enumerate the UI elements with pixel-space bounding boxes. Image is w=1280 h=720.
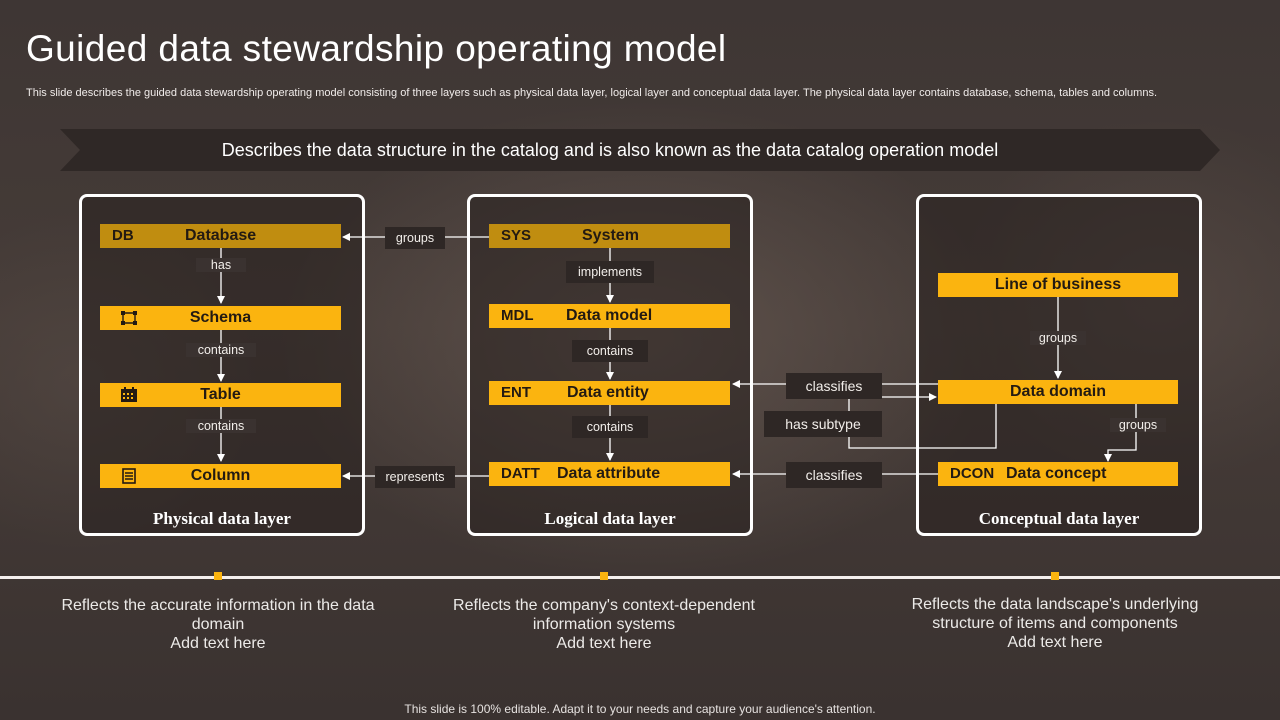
schema-node: Schema [100, 306, 341, 330]
data-attribute-node: DATT Data attribute [489, 462, 730, 486]
database-label: Database [185, 227, 257, 244]
database-code: DB [112, 227, 134, 244]
label-contains-entity-attribute: contains [572, 416, 648, 438]
label-contains-schema-table: contains [186, 343, 256, 357]
label-has-subtype: has subtype [764, 411, 882, 437]
label-classifies-attribute: classifies [786, 462, 882, 488]
label-has: has [196, 258, 246, 272]
data-concept-code: DCON [950, 465, 995, 482]
data-model-node: MDL Data model [489, 304, 730, 328]
column-node: Column [100, 464, 341, 488]
database-node: DB Database [100, 224, 341, 248]
table-node: Table [100, 383, 341, 407]
data-entity-node: ENT Data entity [489, 381, 730, 405]
data-entity-code: ENT [501, 384, 531, 401]
label-groups-lob-domain: groups [1030, 331, 1086, 345]
calendar-grid-icon [121, 387, 137, 402]
banner-text: Describes the data structure in the cata… [221, 140, 999, 160]
data-attribute-label: Data attribute [557, 465, 661, 482]
data-domain-label: Data domain [1009, 383, 1106, 400]
page-title: Guided data stewardship operating model [26, 28, 727, 69]
timeline-marker-physical [214, 572, 222, 580]
description-logical: Reflects the company's context-dependent… [453, 597, 755, 652]
banner-arrow [60, 129, 1220, 171]
system-node: SYS System [489, 224, 730, 248]
data-concept-label: Data concept [1006, 465, 1107, 482]
timeline-marker-logical [600, 572, 608, 580]
physical-layer-label: Physical data layer [153, 509, 291, 528]
label-classifies-entity: classifies [786, 373, 882, 399]
line-of-business-node: Line of business [938, 273, 1178, 297]
label-contains-table-column: contains [186, 419, 256, 433]
label-contains-model-entity: contains [572, 340, 648, 362]
edge-domain-concept [1104, 404, 1137, 462]
label-represents: represents [375, 466, 455, 488]
label-groups-domain-concept: groups [1110, 418, 1166, 432]
line-of-business-label: Line of business [994, 276, 1122, 293]
logical-layer-label: Logical data layer [544, 509, 676, 528]
schema-label: Schema [189, 309, 252, 326]
data-entity-label: Data entity [567, 384, 649, 401]
data-concept-node: DCON Data concept [938, 462, 1178, 486]
label-implements: implements [566, 261, 654, 283]
data-model-label: Data model [566, 307, 653, 324]
label-groups: groups [385, 227, 445, 249]
conceptual-layer-label: Conceptual data layer [978, 509, 1140, 528]
hierarchy-icon [121, 311, 137, 325]
description-physical: Reflects the accurate information in the… [61, 597, 375, 652]
data-domain-node: Data domain [938, 380, 1178, 404]
system-label: System [582, 227, 639, 244]
column-label: Column [190, 467, 251, 484]
description-conceptual: Reflects the data landscape's underlying… [911, 596, 1199, 651]
data-model-code: MDL [501, 307, 534, 324]
list-icon [122, 468, 136, 484]
table-label: Table [200, 386, 241, 403]
data-attribute-code: DATT [501, 465, 540, 482]
timeline-marker-conceptual [1051, 572, 1059, 580]
footer-note: This slide is 100% editable. Adapt it to… [404, 702, 876, 716]
page-subtitle: This slide describes the guided data ste… [26, 87, 1158, 99]
timeline-line [0, 576, 1280, 579]
system-code: SYS [501, 227, 532, 244]
